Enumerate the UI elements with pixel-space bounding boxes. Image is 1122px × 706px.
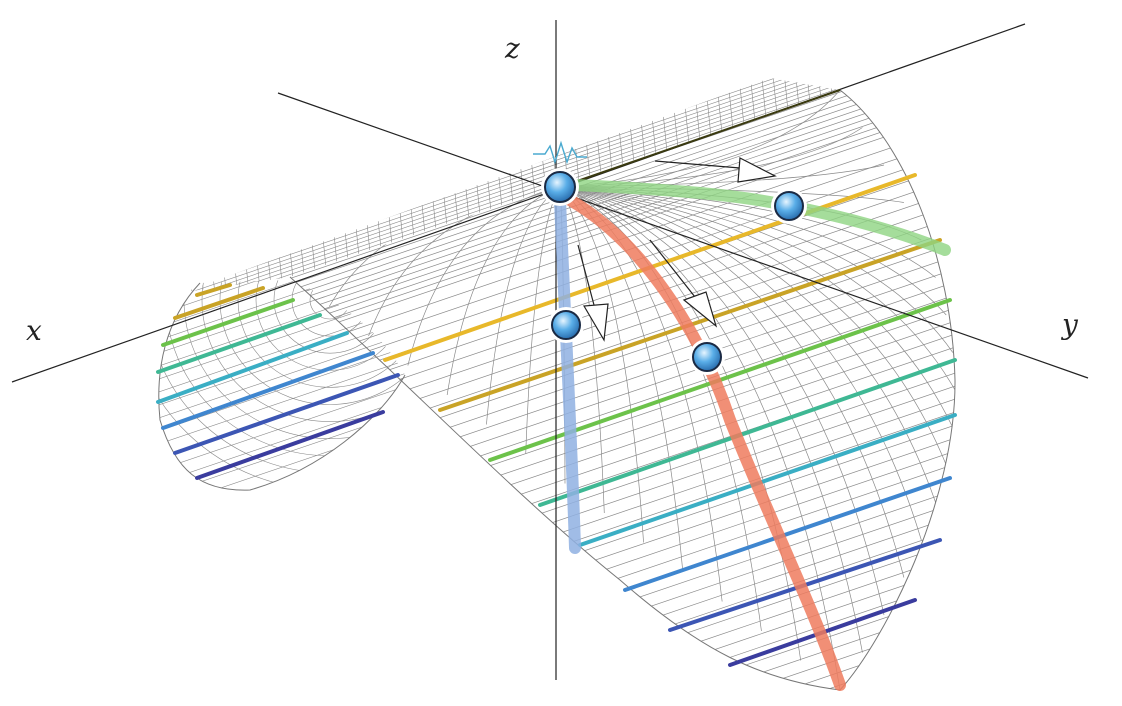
mesh-line bbox=[290, 462, 956, 690]
mesh-curve bbox=[559, 186, 947, 316]
point-blue-path bbox=[548, 307, 584, 343]
level-line bbox=[623, 476, 952, 592]
level-line bbox=[195, 283, 232, 297]
surface-mesh-left bbox=[158, 280, 405, 491]
mesh-line bbox=[158, 280, 405, 321]
level-line bbox=[156, 313, 322, 374]
mesh-line bbox=[185, 78, 840, 287]
mesh-line bbox=[185, 78, 840, 292]
surface-mesh-right bbox=[290, 90, 956, 690]
mesh-line bbox=[158, 280, 405, 334]
mesh-line bbox=[185, 78, 840, 292]
mesh-line bbox=[158, 329, 405, 425]
mesh-line bbox=[290, 319, 956, 551]
y-axis-label: y bbox=[1060, 308, 1079, 341]
mesh-line bbox=[290, 99, 956, 331]
mesh-line bbox=[489, 540, 956, 690]
mesh-line bbox=[299, 235, 309, 292]
mesh-line bbox=[834, 657, 956, 690]
mesh-line bbox=[290, 397, 956, 629]
mesh-line bbox=[158, 446, 405, 491]
arrow-icon bbox=[649, 239, 718, 328]
mesh-curve bbox=[237, 280, 405, 388]
mesh-curve bbox=[559, 186, 905, 578]
path-blue bbox=[554, 194, 581, 554]
mesh-line bbox=[277, 242, 287, 292]
level-line bbox=[173, 373, 400, 455]
gradient-arrows bbox=[577, 157, 777, 342]
mesh-line bbox=[290, 105, 956, 337]
mesh-curve bbox=[291, 280, 369, 337]
point-origin bbox=[541, 168, 579, 206]
mesh-curve bbox=[407, 186, 561, 366]
mesh-line bbox=[290, 137, 956, 369]
mesh-curve bbox=[559, 186, 885, 616]
y-axis bbox=[277, 92, 1089, 379]
level-line bbox=[195, 410, 385, 480]
level-line bbox=[156, 331, 349, 404]
mesh-line bbox=[604, 579, 956, 690]
x-axis bbox=[11, 23, 1026, 383]
mesh-line bbox=[185, 78, 840, 291]
mesh-line bbox=[872, 670, 956, 690]
sphere-markers bbox=[541, 168, 807, 375]
level-line bbox=[173, 286, 265, 320]
mesh-curve bbox=[559, 186, 841, 690]
mesh-line bbox=[158, 381, 405, 477]
mesh-line bbox=[290, 436, 956, 668]
level-line bbox=[578, 413, 957, 547]
mesh-line bbox=[290, 449, 956, 681]
point-green-path bbox=[771, 188, 807, 224]
mesh-line bbox=[158, 420, 405, 491]
mesh-line bbox=[565, 566, 956, 690]
z-axis-label: z bbox=[504, 32, 520, 65]
point-red-path bbox=[689, 339, 725, 375]
mesh-curve bbox=[201, 280, 405, 422]
mesh-line bbox=[642, 592, 956, 690]
mesh-line bbox=[290, 293, 956, 525]
zigzag-marker-icon bbox=[533, 140, 587, 165]
mesh-curve bbox=[559, 186, 922, 541]
mesh-curve bbox=[446, 186, 561, 396]
mesh-line bbox=[158, 394, 405, 490]
mesh-line bbox=[290, 228, 956, 460]
mesh-curve bbox=[559, 186, 956, 391]
level-line bbox=[538, 358, 957, 507]
mesh-line bbox=[288, 238, 298, 292]
ridge-line bbox=[559, 89, 841, 188]
mesh-curve bbox=[158, 280, 405, 474]
mesh-curve bbox=[219, 280, 405, 405]
mesh-line bbox=[290, 150, 956, 382]
arrow-icon bbox=[654, 157, 777, 183]
mesh-line bbox=[910, 683, 956, 690]
arrow-icon bbox=[577, 244, 609, 342]
mesh-line bbox=[290, 90, 956, 289]
level-line bbox=[161, 351, 375, 430]
mesh-line bbox=[158, 280, 405, 347]
mesh-line bbox=[185, 78, 840, 292]
mesh-curve bbox=[559, 186, 954, 353]
path-red bbox=[564, 194, 846, 691]
mesh-curve bbox=[559, 186, 954, 428]
x-axis-label: x bbox=[26, 314, 42, 347]
mesh-line bbox=[290, 90, 956, 295]
level-line bbox=[161, 298, 295, 347]
mesh-line bbox=[185, 78, 840, 292]
mesh-line bbox=[290, 111, 956, 343]
mesh-line bbox=[374, 501, 956, 690]
mesh-line bbox=[266, 246, 276, 292]
mesh-line bbox=[527, 553, 956, 690]
mesh-line bbox=[185, 78, 840, 292]
mesh-line bbox=[158, 355, 405, 451]
